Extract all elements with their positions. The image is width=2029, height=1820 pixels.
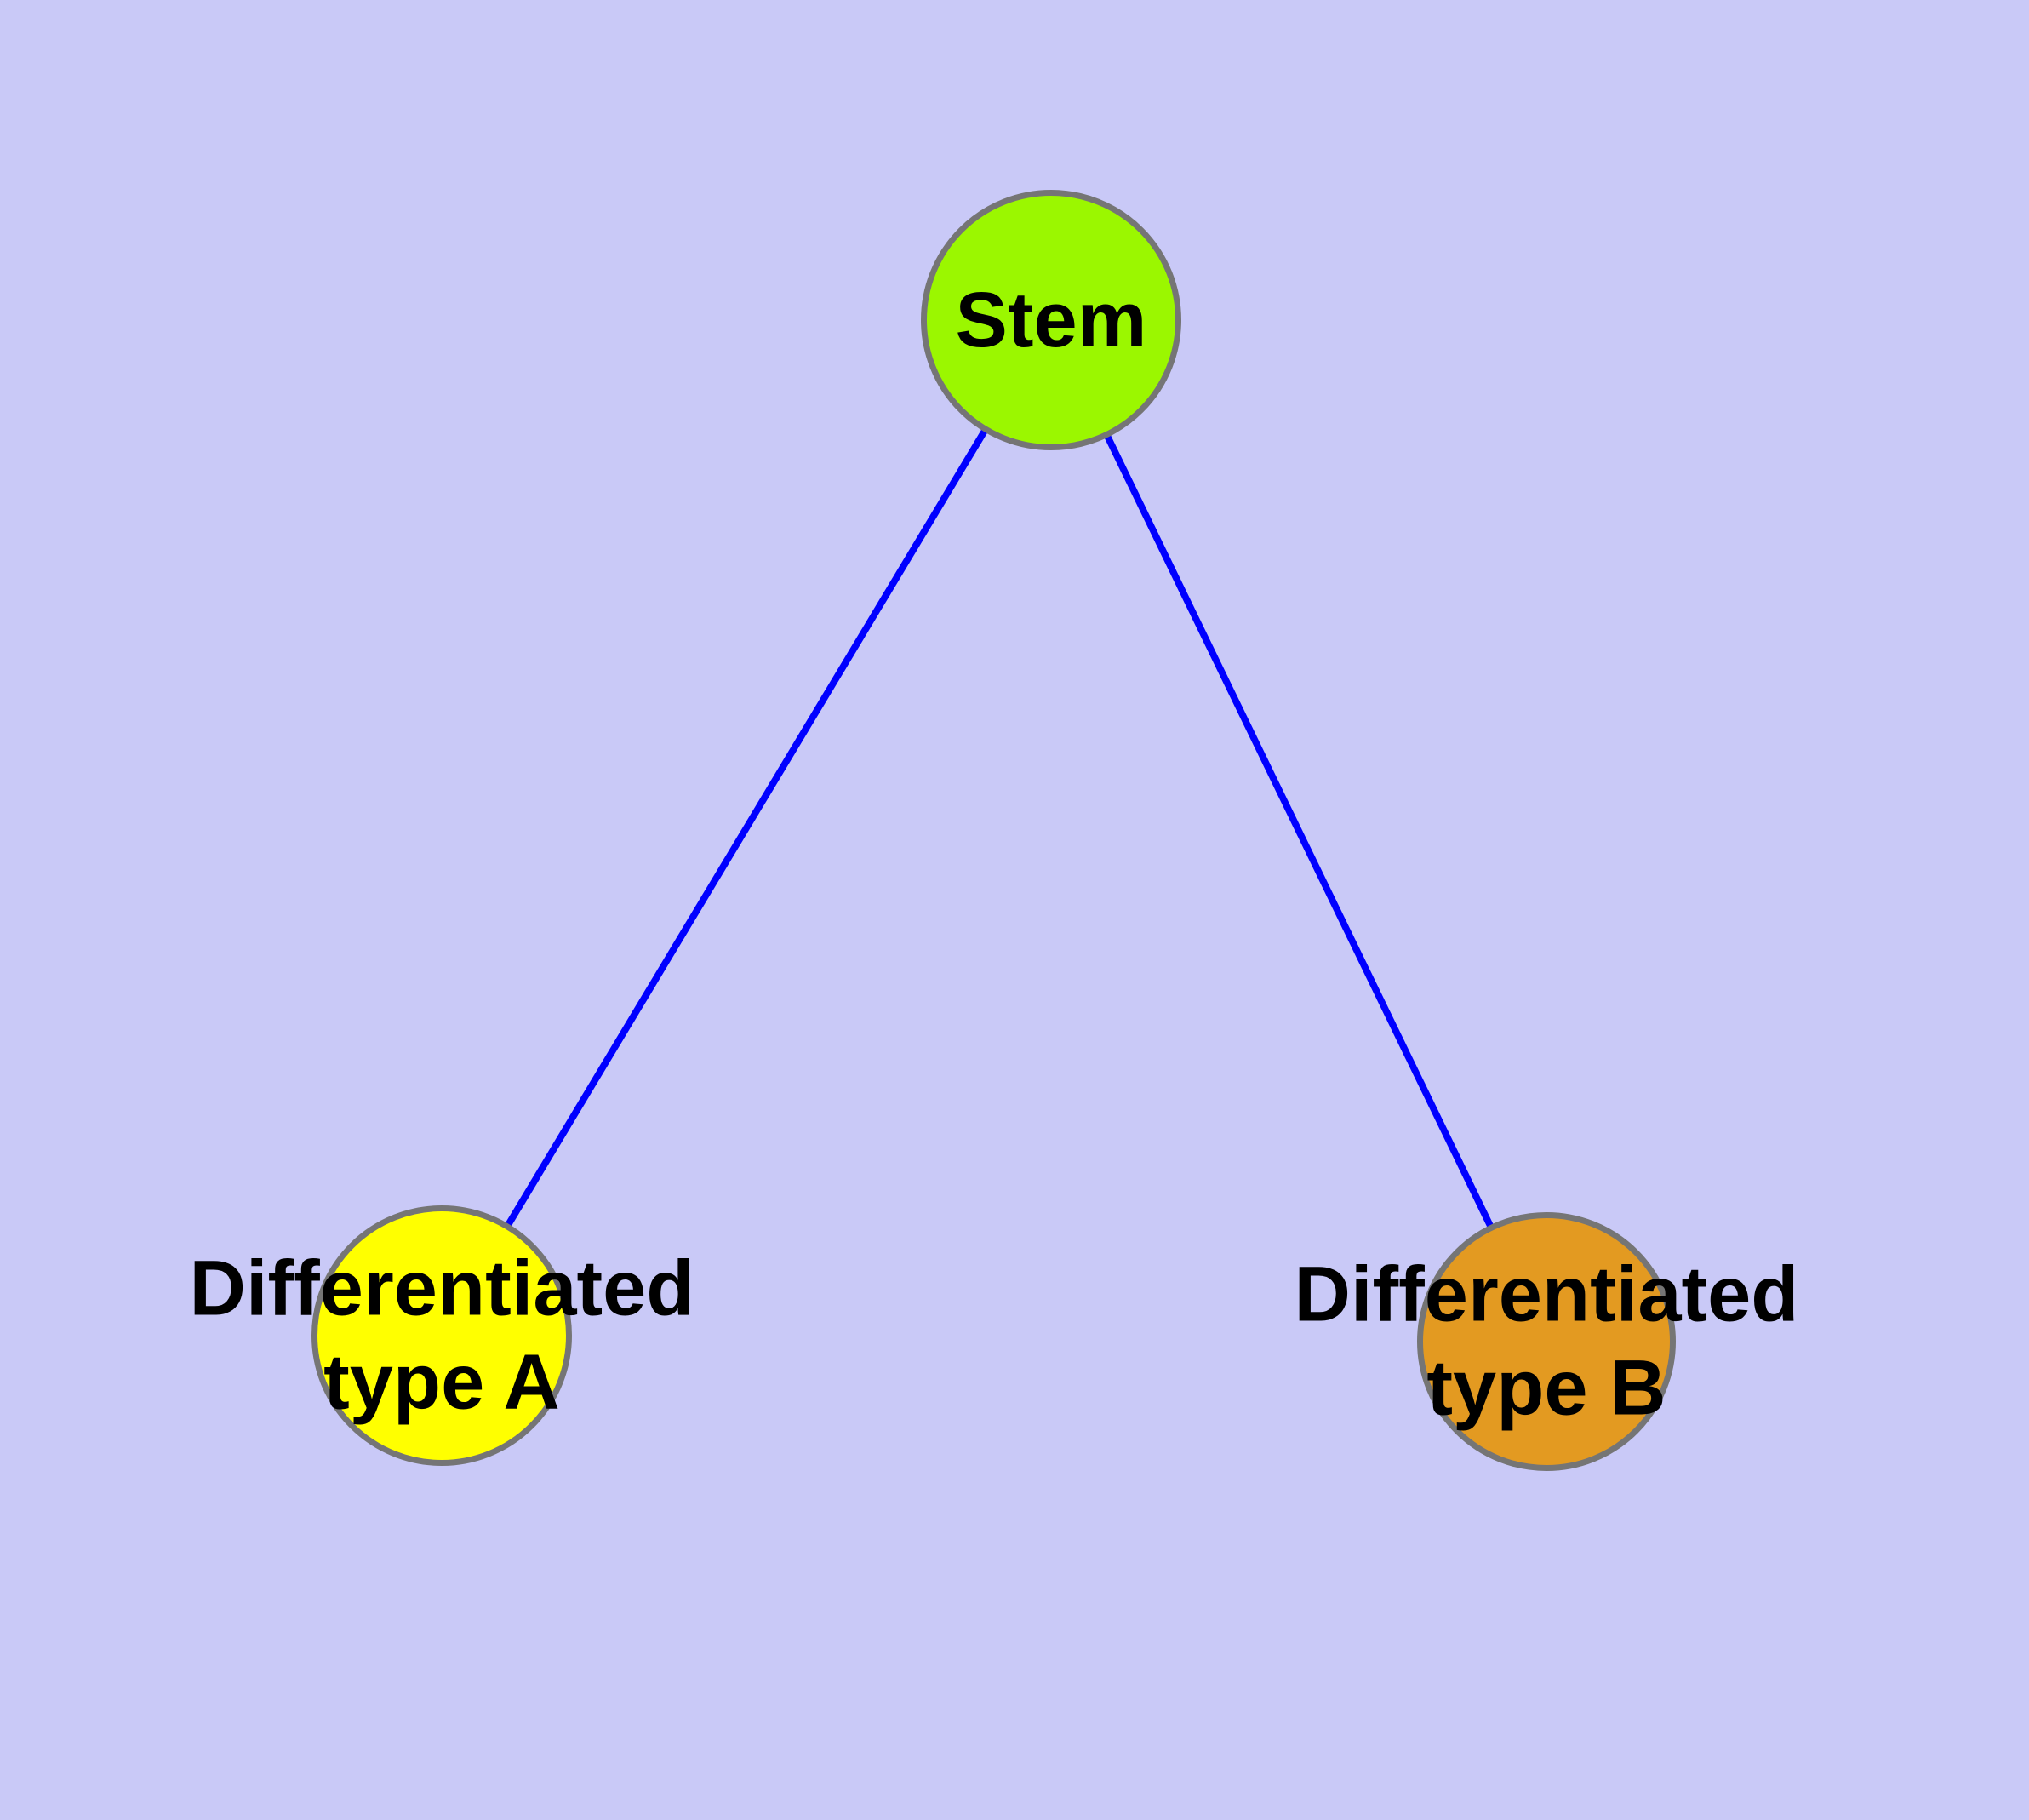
node-stem-label: Stem	[955, 276, 1147, 363]
node-differentiated-type-a	[311, 1205, 572, 1466]
node-differentiated-type-b	[1417, 1212, 1676, 1471]
node-stem	[921, 190, 1181, 450]
node-differentiated-type-b-label: Differentiated type B	[1294, 1251, 1799, 1432]
edge-stem-to-diff-b	[1048, 318, 1550, 1343]
node-differentiated-type-a-label: Differentiated type A	[189, 1245, 694, 1426]
edge-stem-to-diff-a	[438, 318, 1055, 1338]
